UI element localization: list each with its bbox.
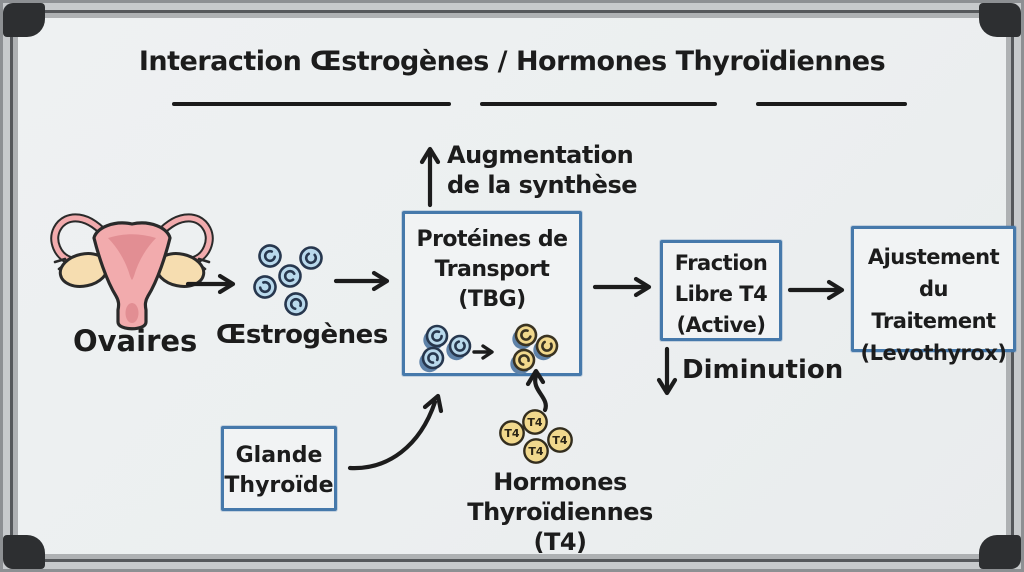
t4-hormones-label-line3: (T4) [533,528,587,556]
diminution-note: Diminution [682,355,844,385]
bound-estrogen-molecule [419,346,445,373]
synthesis-note: Augmentation de la synthèse [447,140,672,200]
uterus-canal [125,303,139,323]
free-t4-box: Fraction Libre T4 (Active) [660,240,782,341]
arrow-thyroid-to-tbg [347,393,444,471]
fallopian-tube-left-fill [52,215,111,263]
frame-corner-cap [979,535,1021,569]
tbg-box: Protéines de Transport (TBG) [402,211,582,376]
estrogens-label: Œstrogènes [216,320,388,350]
estrogen-molecules [253,244,323,316]
frame-corner-cap [3,3,45,37]
ovaries-illustration [50,213,214,331]
arrow-free-t4-to-treatment [787,279,845,301]
fallopian-tube-right-fill [153,215,212,263]
estrogen-molecule [253,275,277,299]
t4-token-label: T4 [527,416,543,429]
tbg-binding-molecules [419,323,559,375]
tbg-box-line1: Protéines de [416,227,568,252]
synthesis-note-line2: de la synthèse [447,171,638,199]
estrogen-molecule [299,246,323,270]
free-t4-box-line2: Libre T4 [674,282,768,306]
free-t4-box-line1: Fraction [674,251,768,275]
whiteboard-surface: Interaction Œstrogènes / Hormones Thyroï… [18,18,1016,557]
t4-token: T4 [523,438,549,464]
bound-estrogen-molecule [446,334,472,361]
t4-hormone-molecules: T4 T4 T4 T4 [499,409,573,464]
thyroid-gland-box-line2: Thyroïde [224,473,334,498]
thyroid-gland-box: Glande Thyroïde [221,426,337,511]
binding-arrow-head [481,344,494,360]
t4-token: T4 [547,427,573,453]
arrow-t4-to-tbg [525,368,548,413]
treatment-box-line3: (Levothyrox) [860,341,1007,365]
t4-hormones-label: Hormones Thyroïdiennes (T4) [446,467,674,557]
t4-token: T4 [499,420,525,446]
t4-hormones-label-line2: Thyroïdiennes [467,498,653,526]
t4-token-label: T4 [504,427,520,440]
frame-corner-cap [3,535,45,569]
estrogen-molecule [284,292,308,316]
tbg-box-line2: Transport [434,257,550,282]
page-title: Interaction Œstrogènes / Hormones Thyroï… [138,46,886,77]
bound-estrogen-molecule [423,324,449,351]
uterus-cavity [108,234,156,280]
arrow-synthesis-up [419,146,441,208]
free-t4-box-line3: (Active) [676,313,766,337]
frame-corner-cap [979,3,1021,37]
t4-token-label: T4 [528,445,544,458]
title-underline [756,102,907,106]
treatment-box: Ajustement du Traitement (Levothyrox) [851,226,1016,365]
t4-token: T4 [522,409,548,435]
t4-hormones-label-line1: Hormones [493,468,627,496]
bound-t4-molecule [533,334,559,361]
title-underline [480,102,717,106]
synthesis-note-line1: Augmentation [447,141,634,169]
bound-t4-molecule [510,348,536,375]
arrow-tbg-to-free-t4 [592,276,652,298]
treatment-box-line2: du Traitement [871,277,996,333]
treatment-box-line1: Ajustement [867,245,1000,269]
bound-t4-molecule [512,323,538,350]
t4-token-label: T4 [552,434,568,447]
thyroid-gland-box-line1: Glande [235,443,323,468]
estrogen-molecule [278,264,302,288]
arrow-diminution-down [656,346,678,396]
estrogen-molecule [258,244,282,268]
title-underline [172,102,451,106]
tbg-box-line3: (TBG) [458,287,526,312]
